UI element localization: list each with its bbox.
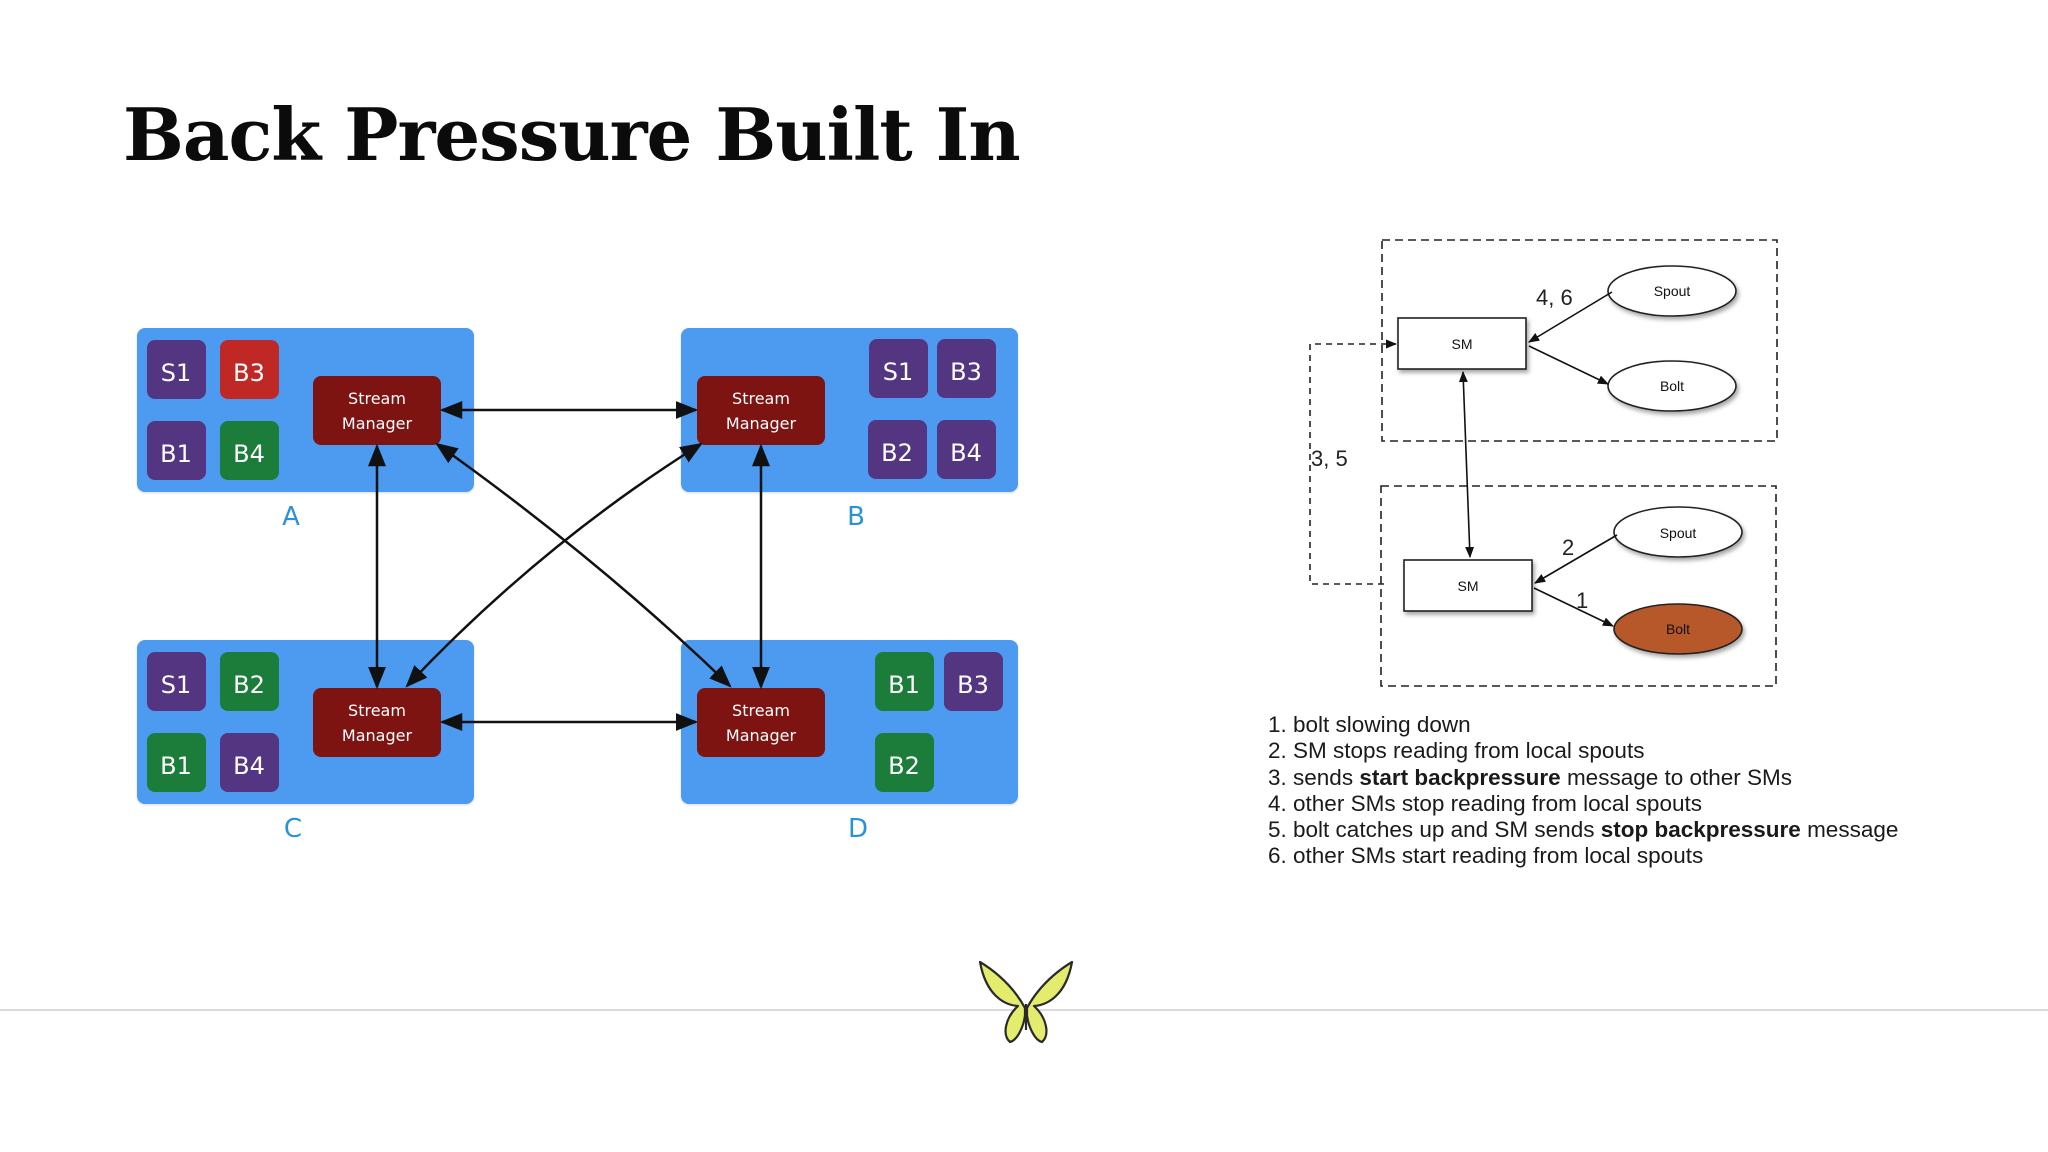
container-label: C xyxy=(284,814,302,844)
container-label: D xyxy=(848,814,868,844)
top-sm-label: SM xyxy=(1452,336,1473,352)
stream-manager-label: Stream xyxy=(348,389,406,408)
container-d: B1 B3 B2 Stream Manager D xyxy=(681,640,1018,844)
slide-title: Back Pressure Built In xyxy=(123,92,1021,177)
butterfly-logo-icon xyxy=(978,960,1074,1044)
bottom-sm-label: SM xyxy=(1458,578,1479,594)
instance-box: B1 xyxy=(875,652,934,711)
instance-box: S1 xyxy=(147,652,206,711)
step-item: 1. bolt slowing down xyxy=(1268,712,1471,737)
top-spout-node: Spout xyxy=(1607,265,1737,317)
instance-box: B1 xyxy=(147,733,206,792)
bottom-container-box xyxy=(1380,485,1777,687)
instance-label: B1 xyxy=(888,671,920,699)
stream-manager: Stream Manager xyxy=(313,376,441,445)
instance-box: B2 xyxy=(868,420,927,479)
bottom-spout-arrow xyxy=(1534,534,1618,584)
instance-label: B4 xyxy=(950,439,982,467)
top-spout-arrow xyxy=(1528,291,1613,343)
top-step-label: 4, 6 xyxy=(1536,285,1573,310)
instance-label: B4 xyxy=(233,752,265,780)
instance-label: S1 xyxy=(161,671,192,699)
instance-box: B3 xyxy=(937,339,996,398)
stream-manager: Stream Manager xyxy=(697,688,825,757)
stream-manager-label: Stream xyxy=(732,389,790,408)
instance-box: B2 xyxy=(875,733,934,792)
stream-manager: Stream Manager xyxy=(697,376,825,445)
instance-box: B1 xyxy=(147,421,206,480)
bolt-step-label: 1 xyxy=(1576,588,1588,613)
top-bolt-node: Bolt xyxy=(1607,360,1737,412)
sm-connections xyxy=(368,401,770,731)
container-c: S1 B2 B1 B4 Stream Manager C xyxy=(137,640,474,844)
instance-box: S1 xyxy=(147,340,206,399)
instance-box: B2 xyxy=(220,652,279,711)
instance-label: S1 xyxy=(883,358,914,386)
stream-manager-label: Manager xyxy=(726,414,797,433)
container-a: S1 B3 B1 B4 Stream Manager A xyxy=(137,328,474,532)
instance-box: B4 xyxy=(220,421,279,480)
connection-b-c xyxy=(405,442,703,688)
step-item: 2. SM stops reading from local spouts xyxy=(1268,738,1645,764)
side-step-label: 3, 5 xyxy=(1311,446,1348,471)
step-item: 4. other SMs stop reading from local spo… xyxy=(1268,790,1702,816)
stream-manager-label: Manager xyxy=(342,726,413,745)
stream-manager-label: Stream xyxy=(732,701,790,720)
flow-diagram: 3, 5 SM Spout Bolt SM Spout Bolt xyxy=(1309,239,1778,687)
bottom-spout-label: Spout xyxy=(1660,525,1697,541)
top-bolt-arrow xyxy=(1528,345,1610,385)
instance-label: B1 xyxy=(160,752,192,780)
instance-box: B3 xyxy=(220,340,279,399)
instance-label: S1 xyxy=(161,359,192,387)
instance-label: B4 xyxy=(233,440,265,468)
stream-manager-label: Manager xyxy=(342,414,413,433)
bottom-bolt-label: Bolt xyxy=(1666,621,1690,637)
top-bolt-label: Bolt xyxy=(1660,378,1684,394)
instance-label: B2 xyxy=(881,439,913,467)
top-spout-label: Spout xyxy=(1654,283,1691,299)
instance-box: S1 xyxy=(869,339,928,398)
instance-box: B3 xyxy=(944,652,1003,711)
container-b: S1 B3 B2 B4 Stream Manager B xyxy=(681,328,1018,532)
cluster-diagram: S1 B3 B1 B4 Stream Manager A xyxy=(137,328,1018,844)
steps-list: 1. bolt slowing down 2. SM stops reading… xyxy=(1268,712,1898,870)
instance-label: B3 xyxy=(233,359,265,387)
stream-manager-label: Manager xyxy=(726,726,797,745)
instance-box: B4 xyxy=(937,420,996,479)
instance-label: B2 xyxy=(233,671,265,699)
bottom-spout-node: Spout xyxy=(1613,506,1743,558)
backpressure-path xyxy=(1309,339,1398,585)
top-container-box xyxy=(1381,239,1778,442)
container-label: A xyxy=(282,502,300,532)
stream-manager-label: Stream xyxy=(348,701,406,720)
spout-step-label: 2 xyxy=(1562,535,1574,560)
step-item: 6. other SMs start reading from local sp… xyxy=(1268,843,1704,869)
bottom-bolt-node: Bolt xyxy=(1613,603,1743,655)
sm-link-arrow xyxy=(1458,370,1475,559)
container-label: B xyxy=(847,502,865,532)
instance-label: B3 xyxy=(957,671,989,699)
step-item: 3. sends start backpressure message to o… xyxy=(1268,764,1793,790)
instance-label: B2 xyxy=(888,752,920,780)
instance-label: B1 xyxy=(160,440,192,468)
instance-label: B3 xyxy=(950,358,982,386)
top-sm-node: SM xyxy=(1397,317,1527,370)
bottom-bolt-arrow xyxy=(1533,587,1615,627)
bottom-sm-node: SM xyxy=(1403,559,1533,612)
step-item: 5. bolt catches up and SM sends stop bac… xyxy=(1268,817,1899,843)
instance-box: B4 xyxy=(220,733,279,792)
stream-manager: Stream Manager xyxy=(313,688,441,757)
